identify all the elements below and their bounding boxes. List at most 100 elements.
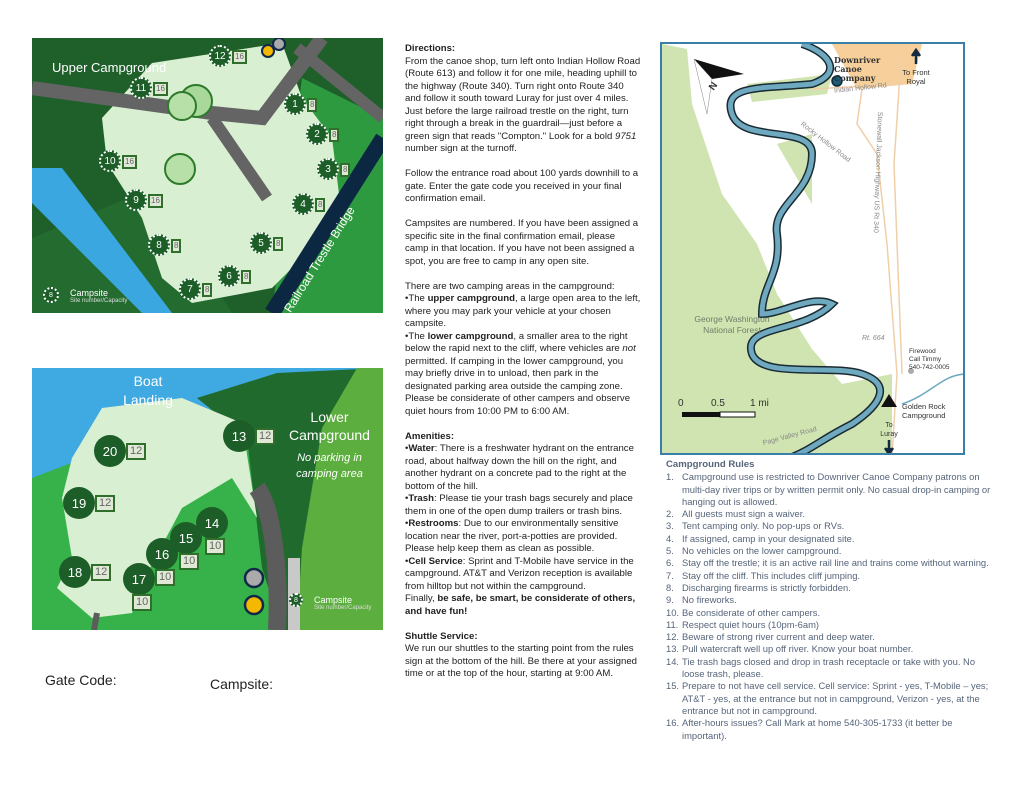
campsite-marker: 9 [125,189,147,211]
scale-one: 1 mi [750,398,769,409]
forest-label: George Washington National Forest [694,314,770,335]
directions-paragraph: From the canoe shop, turn left onto Indi… [405,55,641,155]
rule-number: 9. [666,594,674,606]
road [32,38,328,126]
amenity-text: : Due to our environmentally sensitive l… [405,518,619,554]
rule-number: 15. [666,680,680,692]
gate-code-label: Gate Code: [45,672,117,688]
campsite-capacity: 16 [153,82,168,96]
rule-text: Beware of strong river current and deep … [682,631,875,643]
rule-item: 14.Tie trash bags closed and drop in tra… [666,656,991,681]
rule-number: 4. [666,532,674,544]
campsite-marker: 4 [292,193,314,215]
amenity-item: •Water: There is a freshwater hydrant on… [405,443,634,492]
campsite-capacity: 8 [307,98,318,112]
amenity-item: •Restrooms: Due to our environmentally s… [405,518,619,554]
campsite-marker: 18 [61,558,89,586]
campsite-capacity: 8 [273,237,284,251]
rule-text: Prepare to not have cell service. Cell s… [682,680,989,716]
campsite-marker: 6 [218,265,240,287]
rule-item: 12.Beware of strong river current and de… [666,631,991,643]
railroad-trestle [265,133,383,313]
directions-heading: Directions: [405,43,456,54]
closing-note: Finally, be safe, be smart, be considera… [405,593,636,617]
lower-area-description: •The lower campground, a smaller area to… [405,330,636,417]
upper-campground-title: Upper Campground [52,60,167,75]
campsite-marker: 10 [99,150,121,172]
rule-number: 13. [666,643,680,655]
river [32,368,383,478]
campsite-capacity: 16 [232,50,247,64]
rule-item: 11.Respect quiet hours (10pm-6am) [666,619,991,631]
rule-item: 1.Campground use is restricted to Downri… [666,471,991,508]
rule-number: 2. [666,508,674,520]
campsite-label: Campsite: [210,676,274,692]
rule-item: 3.Tent camping only. No pop-ups or RVs. [666,520,991,532]
tent-icon [881,394,897,407]
campsite-marker: 5 [250,232,272,254]
amenity-text: : Sprint and T-Mobile have service in th… [405,555,634,592]
campsite-capacity: 8 [171,239,182,253]
rule-item: 10.Be considerate of other campers. [666,607,991,619]
rule-item: 13.Pull watercraft well up off river. Kn… [666,643,991,655]
campsite-capacity: 12 [126,443,147,460]
campsite-capacity: 12 [91,564,112,581]
campsite-marker: 14 [198,509,226,537]
rule-number: 1. [666,471,674,483]
campsite-capacity: 12 [95,495,116,512]
campsite-marker: 8 [148,234,170,256]
marker-icon [261,44,275,58]
legend-sublabel: Site number/Capacity [70,298,128,304]
forest-area [662,44,892,453]
roads [811,83,903,453]
campsite-capacity: 8 [340,163,351,177]
scale-half: 0.5 [711,398,725,409]
no-parking-note: No parking in camping area [296,452,363,480]
campsite-marker: 15 [172,524,200,552]
to-front-royal-label: To Front Royal [902,68,930,86]
tree-icon [164,153,196,185]
amenity-label: Cell Service [408,555,463,567]
rule-text: No vehicles on the lower campground. [682,545,842,557]
campground-rules: Campground Rules 1.Campground use is res… [666,459,991,742]
rule-item: 7.Stay off the cliff. This includes clif… [666,570,991,582]
campsite-capacity: 8 [202,283,213,297]
campsite-marker: 1 [284,93,306,115]
directions-column: Directions: From the canoe shop, turn le… [405,43,641,681]
shuttle-text: We run our shuttles to the starting poin… [405,643,637,679]
rule-text: All guests must sign a waiver. [682,508,805,520]
arrow-down-icon [883,440,895,453]
rule-number: 7. [666,569,674,581]
rule-text: Respect quiet hours (10pm-6am) [682,618,820,630]
rule-number: 11. [666,618,679,630]
campsite-capacity: 8 [315,198,326,212]
campsite-marker: 13 [225,422,253,450]
legend-sublabel: Site number/Capacity [314,605,372,611]
rule-number: 5. [666,545,674,557]
campground-label: Golden Rock Campground [902,402,946,420]
highway [893,44,903,375]
legend-campsite-icon: 8 [43,287,59,303]
legend-campsite-icon: 8 [289,593,303,607]
rule-text: Pull watercraft well up off river. Know … [682,643,914,655]
rule-number: 14. [666,655,680,667]
campsite-marker: 17 [125,565,153,593]
amenity-label: Water [408,443,435,454]
scale-0: 0 [678,398,684,409]
rule-text: If assigned, camp in your designated sit… [682,532,855,544]
rule-text: Tent camping only. No pop-ups or RVs. [682,520,845,532]
rule-item: 8.Discharging firearms is strictly forbi… [666,582,991,594]
rule-number: 6. [666,557,674,569]
amenity-label: Trash [408,493,434,504]
amenity-item: •Cell Service: Sprint and T-Mobile have … [405,555,634,592]
scale-bar [682,412,720,417]
rule-item: 16.After-hours issues? Call Mark at home… [666,717,991,742]
campsite-marker: 16 [148,540,176,568]
rule-text: Be considerate of other campers. [682,606,821,618]
rule-text: After-hours issues? Call Mark at home 54… [682,717,953,741]
campsite-marker: 20 [96,437,124,465]
marker-icon [272,38,286,51]
rule-number: 16. [666,717,680,729]
